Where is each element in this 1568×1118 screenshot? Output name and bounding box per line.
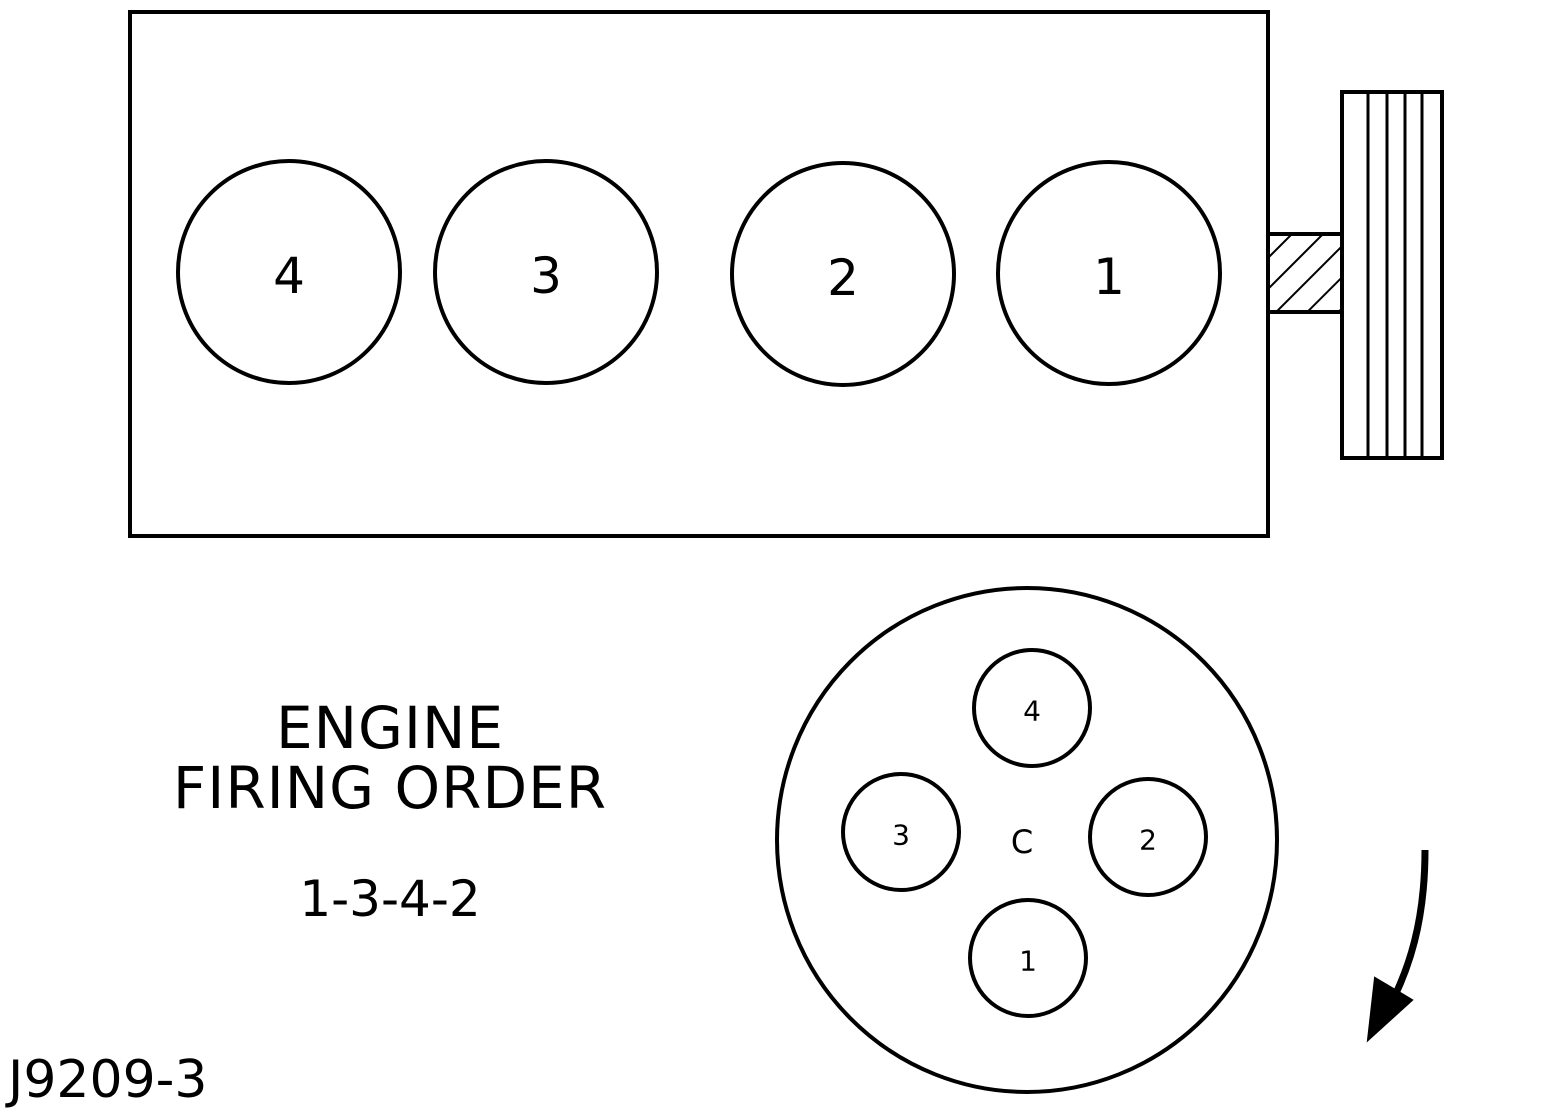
cylinder-2-bore — [730, 161, 956, 387]
distributor-terminal-4: 4 — [972, 648, 1092, 768]
distributor-terminal-4-label: 4 — [1023, 695, 1041, 728]
cylinder-3-label: 3 — [530, 247, 562, 305]
distributor-terminal-1-circle — [968, 898, 1088, 1018]
rotation-arrow-head — [1366, 976, 1414, 1043]
crankshaft-nose — [1266, 232, 1344, 314]
distributor-terminal-2-label: 2 — [1139, 824, 1157, 857]
distributor-terminal-2-circle — [1088, 777, 1208, 897]
cylinder-4-bore — [176, 159, 402, 385]
crank-pulley — [1340, 90, 1444, 460]
crankshaft-hatch — [1268, 234, 1342, 312]
distributor-terminal-3-label: 3 — [892, 819, 910, 852]
distributor-terminal-2: 2 — [1088, 777, 1208, 897]
distributor-terminal-3: 3 — [841, 772, 961, 892]
distributor-terminal-4-circle — [972, 648, 1092, 768]
cylinder-1-bore — [996, 160, 1222, 386]
distributor-terminal-3-circle — [841, 772, 961, 892]
distributor-terminal-1: 1 — [968, 898, 1088, 1018]
figure-code: J9209-3 — [8, 1050, 208, 1110]
distributor-center-label: C — [1011, 823, 1033, 861]
crank-pulley-outline — [1340, 90, 1444, 460]
cylinder-3-bore — [433, 159, 659, 385]
cylinder-1-label: 1 — [1093, 248, 1125, 306]
cylinder-4-label: 4 — [273, 247, 305, 305]
distributor-cap-outline — [775, 586, 1279, 1094]
cylinder-2-label: 2 — [827, 249, 859, 307]
distributor-cap: 4 3 2 1 C — [775, 586, 1279, 1094]
cylinder-4: 4 — [176, 159, 402, 385]
diagram-title-line-1: ENGINE — [275, 694, 505, 762]
rotation-arrow-icon — [1366, 849, 1429, 1043]
cylinder-3: 3 — [433, 159, 659, 385]
firing-order-value: 1-3-4-2 — [299, 870, 481, 928]
diagram-title-line-2: FIRING ORDER — [172, 754, 608, 822]
cylinder-2: 2 — [730, 161, 956, 387]
cylinder-1: 1 — [996, 160, 1222, 386]
distributor-terminal-1-label: 1 — [1019, 945, 1037, 978]
engine-block: 4 3 2 1 — [128, 10, 1270, 538]
